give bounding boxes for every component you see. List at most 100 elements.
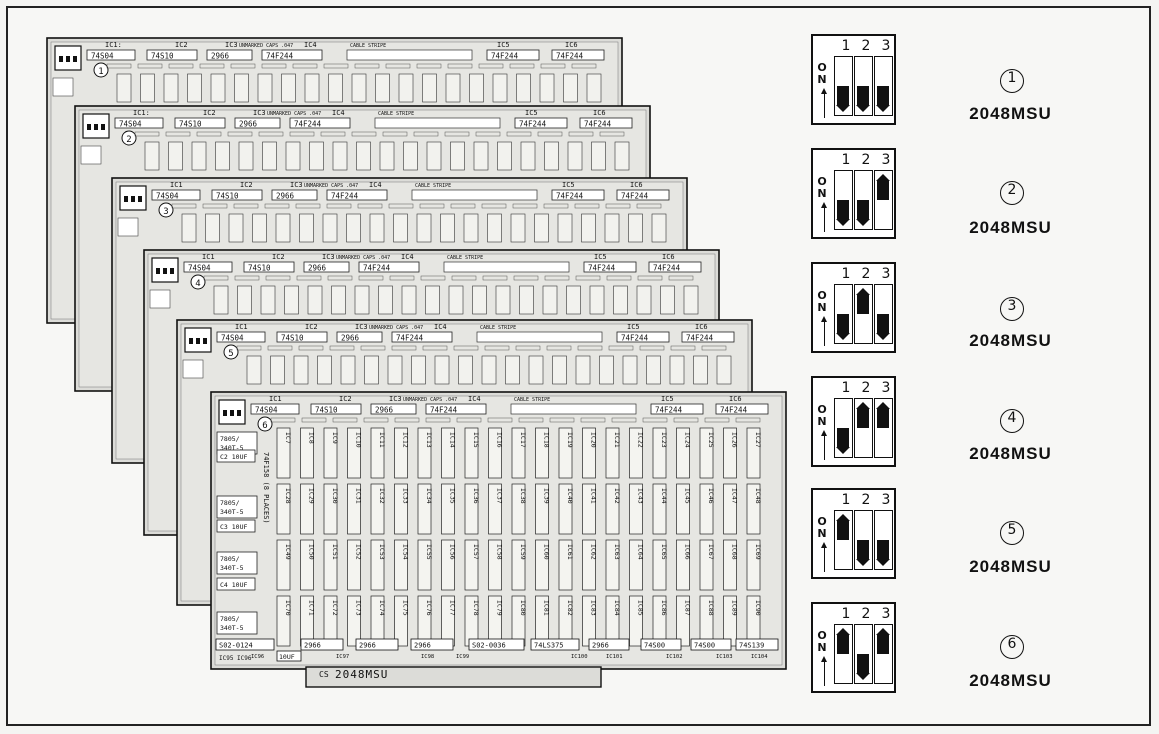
bottom-chip-label: 2966: [359, 642, 376, 650]
switch-up-icon: [876, 402, 890, 428]
resistor-strip: [636, 203, 662, 209]
cable-stripe-label: CABLE STRIPE: [480, 325, 516, 331]
memory-chip: [542, 285, 558, 315]
board-marker: 4: [195, 279, 200, 289]
resistor-strip: [388, 203, 414, 209]
memory-chip: [591, 141, 606, 171]
arrow-shaft: [823, 94, 825, 118]
resistor-strip: [360, 345, 386, 351]
top-chip: [336, 331, 383, 343]
top-chip-label: 74S04: [119, 120, 142, 129]
resistor-strip: [515, 345, 541, 351]
memory-chip: [472, 285, 487, 315]
resistor-strip: [512, 203, 538, 209]
resistor-strip: [265, 275, 291, 281]
top-chip-label: 74S10: [216, 192, 239, 201]
chip-ref: IC80: [519, 600, 527, 616]
memory-chip: [723, 483, 737, 535]
resistor-strip: [487, 417, 513, 423]
resistor-strip: [544, 275, 570, 281]
dip-switch-pip: [124, 196, 128, 202]
top-chip: [551, 189, 605, 201]
switch-down-icon: [876, 540, 890, 566]
ic-label: IC3: [290, 181, 303, 189]
regulator: [52, 77, 74, 97]
bottom-chip: [300, 638, 344, 651]
memory-chip: [528, 355, 544, 385]
resistor-strip: [444, 131, 470, 137]
switch-number: 3: [881, 380, 891, 396]
top-chip-label: 74F244: [430, 406, 458, 415]
memory-chip: [646, 355, 661, 385]
memory-chip: [488, 427, 502, 479]
chip-ref: IC55: [425, 544, 433, 560]
top-chip: [326, 189, 388, 201]
resistor-strip: [451, 275, 477, 281]
chip-ref: IC85: [637, 600, 645, 616]
resistor-strip: [419, 203, 445, 209]
chip-ref: IC21: [613, 432, 621, 448]
memory-chip: [652, 427, 667, 479]
switch-number: 3: [881, 606, 891, 622]
switch-number: 2: [861, 606, 871, 622]
bottom-chip: [468, 638, 525, 651]
ic-label: IC2: [175, 41, 188, 49]
bottom-ic-label: IC103: [716, 654, 733, 660]
memory-chip: [328, 73, 343, 103]
memory-chip: [746, 427, 761, 479]
memory-chip: [237, 285, 252, 315]
top-chip-label: 74S04: [255, 406, 278, 415]
resistor-strip: [203, 275, 229, 281]
memory-chip: [300, 483, 314, 535]
dip-switch-pip: [66, 56, 70, 62]
memory-chip: [558, 539, 573, 591]
dip-switch-pip: [237, 410, 241, 416]
resistor-strip: [296, 275, 322, 281]
memory-chip: [276, 427, 291, 479]
ic-label: IC6: [695, 323, 708, 331]
chip-ref: IC60: [543, 544, 551, 560]
memory-chip: [520, 141, 536, 171]
ic-label: IC3: [253, 109, 266, 117]
resistor-strip: [608, 345, 634, 351]
bottom-chip: [735, 638, 779, 651]
resistor-strip: [546, 345, 572, 351]
chip-ref: IC28: [284, 488, 292, 504]
memory-chip: [505, 355, 520, 385]
top-chip: [715, 403, 769, 415]
ic-label: IC2: [339, 395, 352, 403]
regulator-label: 340T-5: [220, 624, 244, 632]
resistor-strip: [389, 275, 415, 281]
switch-number: 1: [841, 606, 851, 622]
chip-ref: IC34: [425, 488, 433, 504]
chip-ref: IC64: [637, 544, 645, 560]
chip-ref: IC72: [331, 600, 339, 616]
chip-ref: IC38: [519, 488, 527, 504]
memory-chip: [181, 213, 197, 243]
up-arrow-icon: [821, 430, 827, 436]
top-chip-label: 2966: [276, 192, 295, 201]
memory-chip: [613, 285, 628, 315]
switch-3-on: [874, 624, 893, 684]
memory-chip: [275, 213, 291, 243]
top-chip-label: 2966: [211, 52, 230, 61]
memory-chip: [582, 539, 596, 591]
setting-marker: 6: [1000, 635, 1024, 659]
resistor-strip: [575, 275, 601, 281]
regulator: [182, 359, 204, 379]
chip-ref: IC33: [402, 488, 410, 504]
chip-ref: IC74: [378, 600, 386, 616]
memory-chip: [450, 141, 465, 171]
top-chip: [146, 49, 198, 61]
bottom-chip: [588, 638, 630, 651]
memory-chip: [228, 213, 244, 243]
memory-chip: [299, 213, 314, 243]
memory-chip: [699, 427, 714, 479]
memory-chip: [393, 213, 408, 243]
resistor-strip: [351, 131, 377, 137]
dip-switch-pip: [230, 410, 234, 416]
memory-chip: [354, 285, 370, 315]
